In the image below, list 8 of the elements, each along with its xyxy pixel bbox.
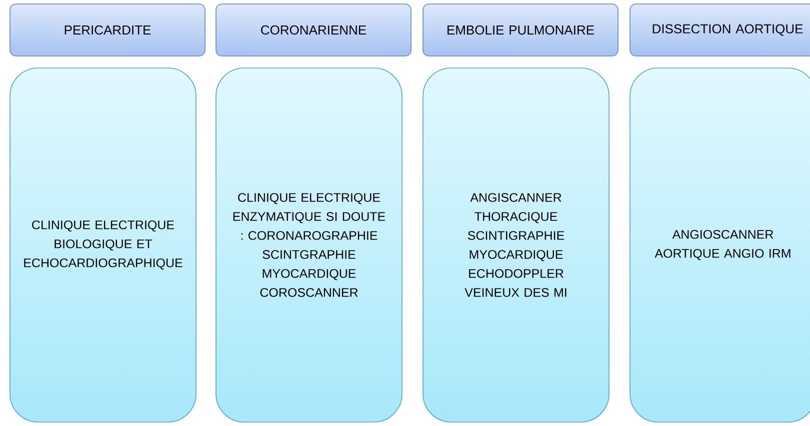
content-box: CLINIQUE ELECTRIQUE ENZYMATIQUE SI DOUTE : CORONAROGRAPHIE SCINTGRAPHIE MYOCARDIQUE COROSCANNER	[216, 68, 402, 422]
header-box: DISSECTION AORTIQUE	[630, 4, 810, 56]
header-box: PERICARDITE	[10, 4, 206, 56]
content-box: CLINIQUE ELECTRIQUE BIOLOGIQUE ET ECHOCARDIOGRAPHIQUE	[10, 68, 196, 422]
header-box: CORONARIENNE	[216, 4, 412, 56]
content-box: ANGISCANNER THORACIQUE SCINTIGRAPHIE MYOCARDIQUE ECHODOPPLER VEINEUX DES MI	[422, 68, 610, 422]
header-box: EMBOLIE PULMONAIRE	[422, 4, 618, 56]
content-box: ANGIOSCANNER AORTIQUE ANGIO IRM	[630, 68, 810, 422]
